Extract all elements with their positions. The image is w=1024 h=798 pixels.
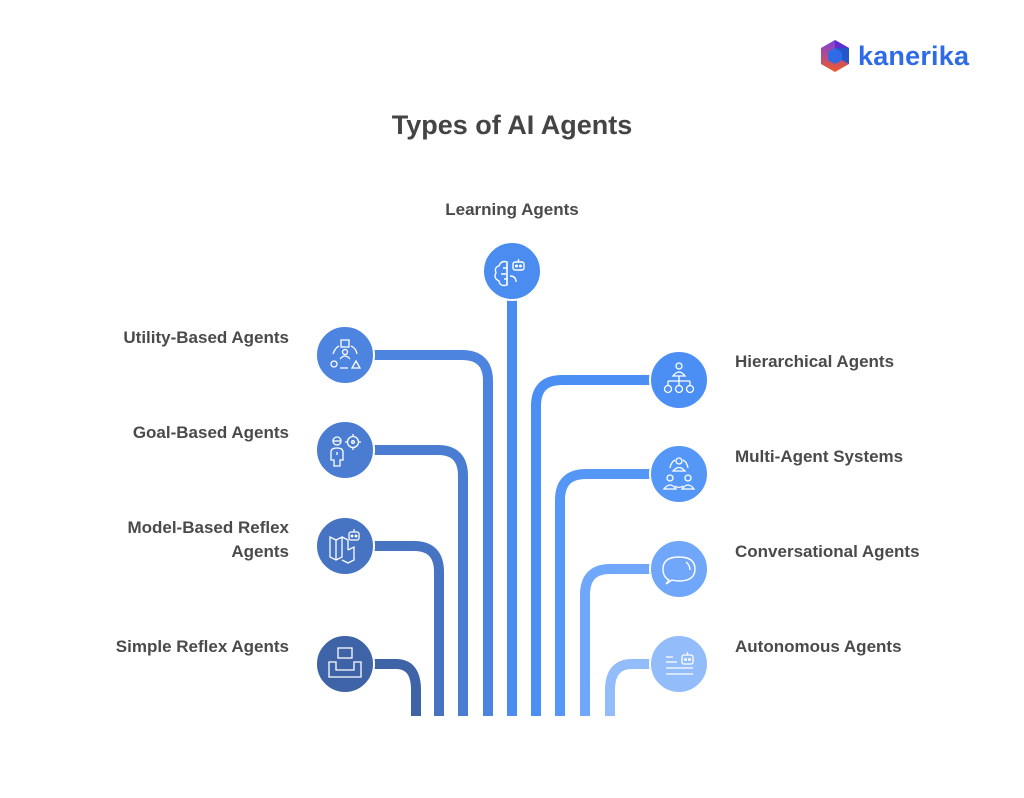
label-conversational-agents: Conversational Agents [735,542,920,561]
node-multi-agent-systems [649,444,709,504]
label-model-based-reflex-agents: Model-Based Reflex Agents [127,516,289,564]
document-robot-icon [666,652,694,675]
node-conversational-agents [649,539,709,599]
label-learning-agents: Learning Agents [445,200,579,219]
person-target-icon [330,434,361,467]
brand-name: kanerika [858,40,970,71]
speech-bubble-icon [662,556,696,585]
connector-model-based [372,541,444,716]
diagram-title: Types of AI Agents [391,110,633,140]
tray-box-icon [328,647,362,678]
connector-conversational [580,564,652,716]
connector-simple-reflex [372,659,421,716]
label-autonomous-agents: Autonomous Agents [735,637,902,656]
connector-multi-agent [555,469,652,716]
label-utility-based-agents: Utility-Based Agents [123,328,289,347]
node-autonomous-agents [649,634,709,694]
multi-people-icon [662,457,696,490]
connector-autonomous [605,659,652,716]
connector-goal-based [372,445,468,716]
node-hierarchical-agents [649,350,709,410]
label-multi-agent-systems: Multi-Agent Systems [735,447,904,466]
connector-utility-based [372,350,493,716]
node-learning-agents [482,241,542,301]
connector-hierarchical [531,375,652,716]
brand-logo: kanerika [818,38,969,74]
label-model-based-line2: Agents [231,542,289,561]
org-hierarchy-icon [663,362,695,394]
map-robot-icon [329,529,360,564]
node-simple-reflex-agents [315,634,375,694]
node-goal-based-agents [315,420,375,480]
label-model-based-line1: Model-Based Reflex [127,518,289,537]
node-model-based-reflex-agents [315,516,375,576]
utility-shapes-person-icon [330,339,362,369]
kanerika-cube-logo-icon [821,40,849,72]
label-hierarchical-agents: Hierarchical Agents [735,352,895,371]
label-goal-based-agents: Goal-Based Agents [132,423,289,442]
label-simple-reflex-agents: Simple Reflex Agents [115,637,289,656]
brain-robot-icon [494,259,525,287]
node-utility-based-agents [315,325,375,385]
